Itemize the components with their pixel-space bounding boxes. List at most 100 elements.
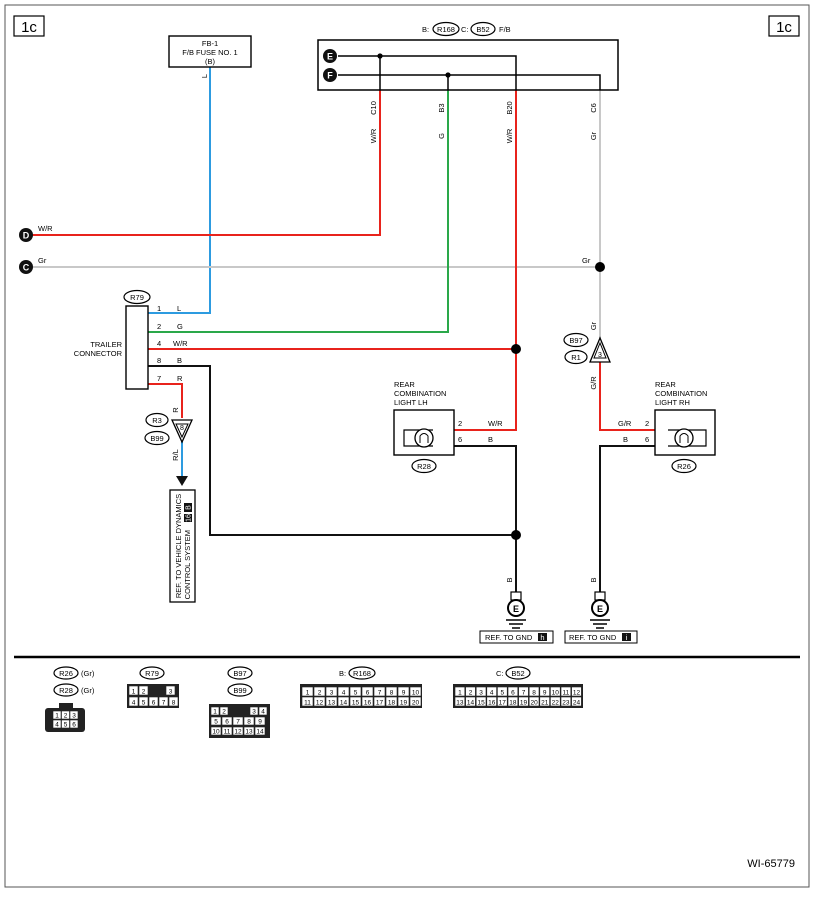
lamp-rh-title2: COMBINATION <box>655 389 707 398</box>
ref-vdc-tag2-box <box>184 503 192 512</box>
legend-r26-pin-label-2: 2 <box>64 712 68 719</box>
legend-r168-pin-cell-16 <box>361 696 374 707</box>
legend-b52-pin-label-12: 12 <box>573 689 581 696</box>
source-c-wire: Gr <box>38 256 47 265</box>
fuse-box <box>168 35 252 68</box>
lamp-lh-conn-oval <box>411 458 437 474</box>
joint-left-wire-bottom: R/L <box>171 449 180 461</box>
joint-right-wire-bottom: G/R <box>589 376 598 390</box>
legend-r168-pin-label-17: 17 <box>376 699 384 706</box>
ecu-wire-c10: W/R <box>369 128 378 143</box>
legend-b97-pin-cell-4 <box>258 706 268 716</box>
legend-r79-pin-cell-1 <box>128 685 139 696</box>
legend-r168-pin-cell-6 <box>361 686 374 697</box>
legend-b97-pin-label-4: 4 <box>261 708 265 715</box>
wire-g-b3 <box>148 90 449 333</box>
legend-r26-pin-label-4: 4 <box>55 721 59 728</box>
legend-b52-pin-cell-12 <box>571 686 582 697</box>
legend-r168-pin-label-2: 2 <box>318 689 322 696</box>
legend-b97-pin-cell-7 <box>232 716 244 726</box>
legend-b97-pin-cell-8 <box>243 716 255 726</box>
ground-lh-label: E <box>513 604 519 614</box>
ecu-box <box>317 39 619 91</box>
legend-b52-oval <box>505 666 531 680</box>
legend-r26-pin-cell-6 <box>69 719 79 729</box>
wire-b-trailer-pin8 <box>148 365 516 536</box>
legend-r79-oval <box>139 666 165 680</box>
ecu-pin-c6: C6 <box>589 103 598 113</box>
legend-r168-pin-label-7: 7 <box>378 689 382 696</box>
page-tag-left-box <box>13 15 45 37</box>
legend-r79-pin-label-8: 8 <box>172 699 176 706</box>
legend-b97-pin-cell-5 <box>210 716 222 726</box>
legend-b52-pin-label-21: 21 <box>541 699 549 706</box>
ecu-bus-e-label: E <box>327 52 333 62</box>
trailer-wire-4: W/R <box>173 339 188 348</box>
legend-b97-oval <box>227 666 253 680</box>
legend-b52-pin-cell-14 <box>465 696 476 707</box>
ecu-pin-c10: C10 <box>369 101 378 115</box>
legend-b97-pin-label-7: 7 <box>236 718 240 725</box>
joint-left-c1: R3 <box>152 416 162 425</box>
legend-b52-pin-cell-17 <box>497 696 508 707</box>
joint-left-c1-oval <box>145 412 169 428</box>
legend-b52-pin-cell-9 <box>539 686 550 697</box>
legend-b52-pin-label-24: 24 <box>573 699 581 706</box>
legend-b97-pin-cell-10 <box>210 726 222 736</box>
legend-b52-pin-cell-13 <box>454 696 466 707</box>
legend-b52-pin-cell-5 <box>497 686 508 697</box>
legend-b97-pin-cell-1 <box>210 706 220 716</box>
legend-b99-oval <box>227 683 253 697</box>
joint-left-wire-top: R <box>171 407 180 413</box>
ref-vdc-tag1-box <box>184 514 192 522</box>
legend-b52-pin-label-9: 9 <box>543 689 547 696</box>
source-c-right-wire: Gr <box>582 256 591 265</box>
legend-b97-pin-cell-11 <box>221 726 233 736</box>
fuse-line1: FB-1 <box>202 39 218 48</box>
legend-r26-conn1: R26 <box>59 669 73 678</box>
legend-r168-pin-label-13: 13 <box>328 699 336 706</box>
legend-r168-pin-cell-11 <box>301 696 314 707</box>
legend-r79-pin-label-1: 1 <box>132 688 136 695</box>
legend-b52-pin-cell-21 <box>539 696 550 707</box>
ecu-wire-b20: W/R <box>505 128 514 143</box>
ecu-bus-f-line <box>338 74 601 90</box>
legend-b52-pin-label-13: 13 <box>456 699 464 706</box>
lamp-lh-pin-bottom: 6 <box>458 435 462 444</box>
lamp-rh-wire-top: G/R <box>618 419 632 428</box>
ecu-bus-e-line <box>338 55 517 90</box>
legend-r79-pin-label-3: 3 <box>169 688 173 695</box>
source-c-marker <box>19 260 33 274</box>
ref-vdc-line1: REF. TO VEHICLE DYNAMICS <box>174 494 183 598</box>
ecu-bus-e-junction <box>377 53 383 59</box>
legend-b52-pin-label-7: 7 <box>522 689 526 696</box>
figure-id: WI-65779 <box>747 858 795 870</box>
ground-rh-terminal <box>594 591 606 601</box>
wire-wr-b20 <box>433 90 517 431</box>
legend-r168-conn: R168 <box>353 669 371 678</box>
ref-vdc-line2: CONTROL SYSTEM <box>183 530 192 599</box>
legend-r26-pin-cell-1 <box>52 710 62 720</box>
wire-l-blue <box>148 67 211 314</box>
joint-right-c1: B97 <box>569 336 582 345</box>
legend-r26-pin-cell-4 <box>52 719 62 729</box>
legend-b52-pin-cell-3 <box>475 686 487 697</box>
legend-r168-pin-cell-3 <box>325 686 338 697</box>
trailer-wire-1: L <box>177 304 181 313</box>
legend-r79-pin-cell-5 <box>138 696 149 707</box>
legend-b52-pin-label-19: 19 <box>520 699 528 706</box>
legend-b97-pin-cell-6 <box>221 716 233 726</box>
page-tag-right: 1c <box>776 19 792 36</box>
ground-lh-terminal <box>510 591 522 601</box>
page-tag-right-box <box>768 15 800 37</box>
wire-b-lamp-lh <box>433 445 517 592</box>
legend-r168-pin-cell-8 <box>385 686 398 697</box>
trailer-title-2: CONNECTOR <box>74 349 123 358</box>
legend-r79-pin-cell-2 <box>138 685 149 696</box>
legend-r168-pin-label-9: 9 <box>402 689 406 696</box>
joint-left-inner <box>175 423 189 439</box>
legend-b52-pin-label-8: 8 <box>532 689 536 696</box>
